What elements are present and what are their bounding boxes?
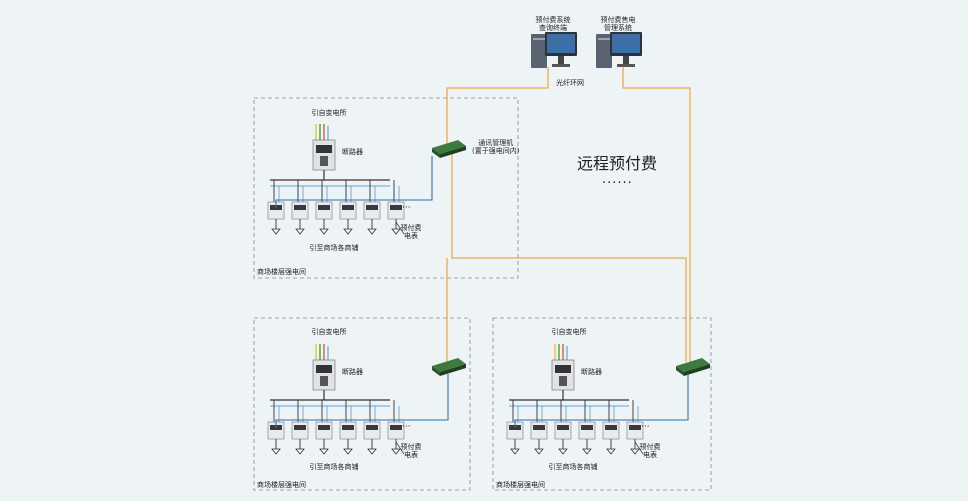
cell2-meter-4-display — [342, 425, 354, 430]
query-terminal-label: 预付费系统 查询终端 — [535, 16, 571, 32]
cell2-more: ··· — [402, 422, 411, 432]
cell2-breaker-label: 断路器 — [342, 368, 363, 376]
cell2-breaker-icon — [312, 359, 336, 391]
cell2-source-label: 引自变电所 — [311, 328, 347, 336]
cell3-rs485-line — [514, 374, 689, 428]
cell3-meter-6-display — [629, 425, 641, 430]
cell1-breaker-label: 断路器 — [342, 148, 363, 156]
cell1-outlet-arrow-2 — [295, 228, 305, 235]
cell3-breaker-label: 断路器 — [581, 368, 602, 376]
cell1-meter-3 — [315, 201, 333, 220]
cell1-breaker-icon — [312, 139, 336, 171]
cell3-source-label: 引自变电所 — [551, 328, 587, 336]
cell2-outlet-arrow-5 — [367, 448, 377, 455]
comm-manager-icon-2 — [432, 358, 466, 376]
cell1-meter-2 — [291, 201, 309, 220]
cell3-outlet-arrow-4 — [582, 448, 592, 455]
cell3-meter-leader — [634, 441, 644, 455]
cell3-meter-label: 预付费 电表 — [639, 443, 661, 459]
cell2-meter-5 — [363, 421, 381, 440]
cell1-meter-5-display — [366, 205, 378, 210]
cell2-outlet-arrow-1 — [271, 448, 281, 455]
mgmt-system-label: 预付费售电 管理系统 — [600, 16, 636, 32]
cell3-meter-4 — [578, 421, 596, 440]
cell1-meter-5 — [363, 201, 381, 220]
cell2-outlet-arrow-6 — [391, 448, 401, 455]
remote-prepay-ellipsis: ······ — [602, 176, 633, 191]
cell2-meter-3-display — [318, 425, 330, 430]
cell2-meter-2 — [291, 421, 309, 440]
electrical-room-boundary-1 — [253, 97, 519, 279]
cell3-breaker-icon — [551, 359, 575, 391]
cell1-outlet-arrow-1 — [271, 228, 281, 235]
cell1-more: ··· — [402, 203, 411, 213]
cell2-meter-leader — [395, 441, 405, 455]
comm-manager-label: 通讯管理机 (置于强电间内) — [472, 139, 520, 155]
cell3-meter-2-display — [533, 425, 545, 430]
fiber-ring-label: 光纤环网 — [556, 79, 584, 87]
cell2-rs485-line — [275, 374, 449, 428]
cell2-meter-6-display — [390, 425, 402, 430]
cell3-room-label: 商场楼层强电间 — [496, 481, 545, 489]
cell3-outlet-arrow-3 — [558, 448, 568, 455]
cell2-meter-5-display — [366, 425, 378, 430]
remote-prepay-title: 远程预付费 — [577, 154, 658, 173]
cell3-meter-2 — [530, 421, 548, 440]
cell1-meter-2-display — [294, 205, 306, 210]
cell1-outlet-arrow-5 — [367, 228, 377, 235]
cell1-meter-4-display — [342, 205, 354, 210]
cell3-meter-4-display — [581, 425, 593, 430]
cell1-source-label: 引自变电所 — [311, 109, 347, 117]
cell3-more: ··· — [641, 422, 650, 432]
cell3-meter-3-display — [557, 425, 569, 430]
cell1-meter-label: 预付费 电表 — [400, 224, 422, 240]
cell2-meter-4 — [339, 421, 357, 440]
cell1-outlet-arrow-4 — [343, 228, 353, 235]
cell1-shops-label: 引至商场各商铺 — [309, 244, 359, 252]
cell3-outlet-arrow-2 — [534, 448, 544, 455]
cell3-meter-5-display — [605, 425, 617, 430]
cell3-meter-5 — [602, 421, 620, 440]
computer-icon-query-terminal — [531, 32, 577, 68]
cell2-outlet-arrow-2 — [295, 448, 305, 455]
cell2-shops-label: 引至商场各商铺 — [309, 463, 359, 471]
comm-manager-icon-1 — [432, 140, 466, 158]
cell1-meter-3-display — [318, 205, 330, 210]
cell2-meter-label: 预付费 电表 — [400, 443, 422, 459]
cell2-outlet-arrow-4 — [343, 448, 353, 455]
electrical-room-boundary-2 — [253, 317, 471, 491]
cell2-room-label: 商场楼层强电间 — [257, 481, 306, 489]
cell2-outlet-arrow-3 — [319, 448, 329, 455]
cell1-meter-4 — [339, 201, 357, 220]
cell1-meter-6-display — [390, 205, 402, 210]
cell1-meter-leader — [395, 221, 405, 235]
cell3-outlet-arrow-5 — [606, 448, 616, 455]
cell2-meter-2-display — [294, 425, 306, 430]
fiber-link-1 — [446, 67, 549, 146]
cell3-outlet-arrow-1 — [510, 448, 520, 455]
cell3-shops-label: 引至商场各商铺 — [548, 463, 598, 471]
cell2-meter-3 — [315, 421, 333, 440]
cell1-outlet-arrow-6 — [391, 228, 401, 235]
electrical-room-boundary-3 — [492, 317, 712, 491]
cell1-rs485-line — [275, 156, 433, 208]
comm-manager-icon-3 — [676, 358, 710, 376]
cell3-outlet-arrow-6 — [630, 448, 640, 455]
cell1-outlet-arrow-3 — [319, 228, 329, 235]
cell3-meter-3 — [554, 421, 572, 440]
computer-icon-mgmt-system — [596, 32, 642, 68]
cell1-room-label: 商场楼层强电间 — [257, 268, 306, 276]
fiber-link-2 — [622, 67, 691, 362]
